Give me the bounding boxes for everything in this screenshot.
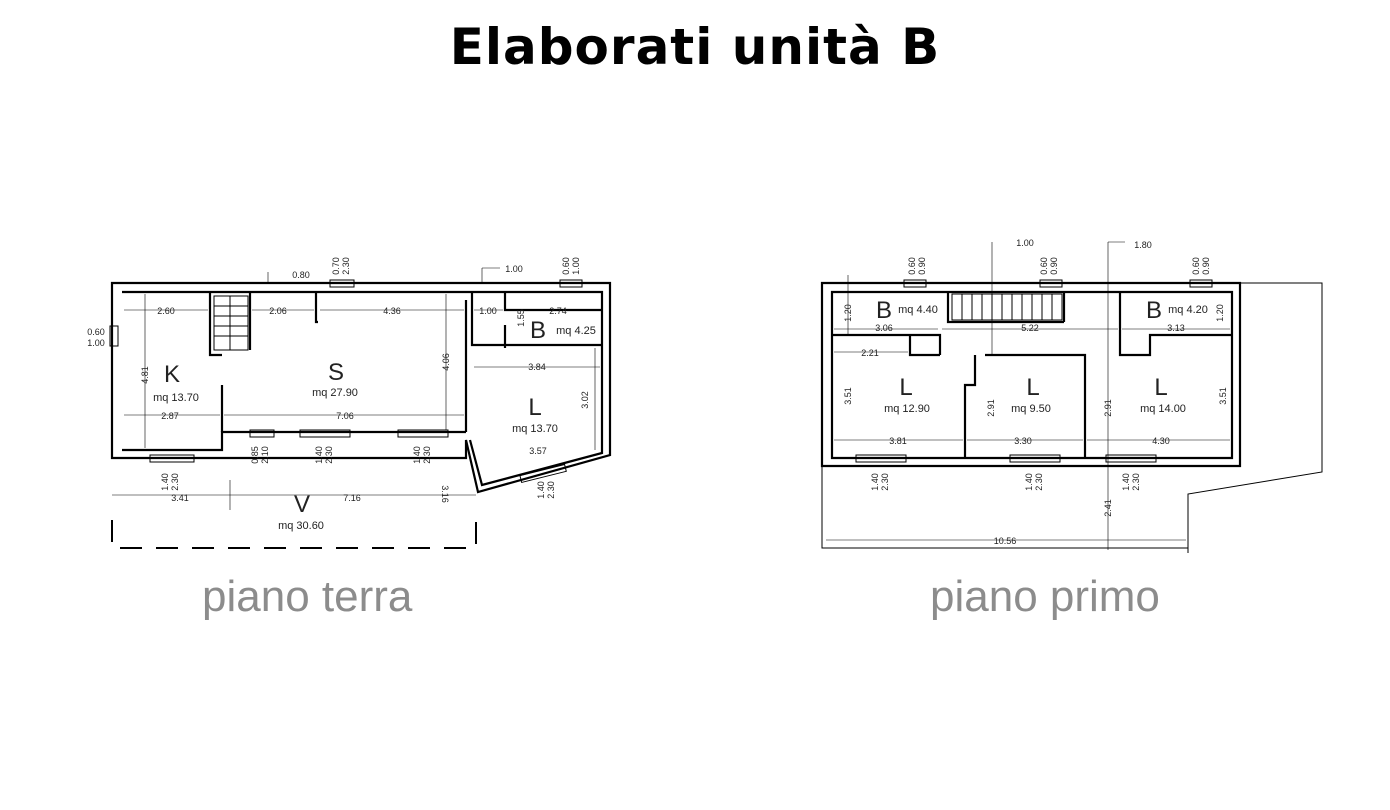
room-area: mq 4.20 <box>1168 304 1208 316</box>
dimension-label: 2.91 <box>986 399 996 417</box>
dimension-label: 2.30 <box>880 473 890 491</box>
dimension-label: 3.81 <box>889 436 907 446</box>
dimension-label: 1.00 <box>505 264 523 274</box>
room-area: mq 4.40 <box>898 304 938 316</box>
room-area: mq 13.70 <box>512 423 558 435</box>
dimension-label: 5.22 <box>1021 323 1039 333</box>
dimension-label: 1.40 <box>314 446 324 464</box>
dimension-label: 1.80 <box>1134 240 1152 250</box>
ground-floor-dimensions: 2.60 2.06 4.36 1.00 2.74 4.81 2.87 7.06 … <box>87 257 590 503</box>
dimension-label: 0.70 <box>331 257 341 275</box>
room-area: mq 14.00 <box>1140 403 1186 415</box>
dimension-label: 4.81 <box>140 366 150 384</box>
dimension-label: 2.30 <box>170 473 180 491</box>
dimension-label: 1.40 <box>412 446 422 464</box>
ground-floor-caption: piano terra <box>202 572 413 621</box>
room-letter: S <box>328 359 344 386</box>
dimension-label: 0.60 <box>87 327 105 337</box>
dimension-label: 4.30 <box>1152 436 1170 446</box>
dimension-label: 0.90 <box>1049 257 1059 275</box>
dimension-label: 0.80 <box>292 270 310 280</box>
dimension-label: 0.60 <box>907 257 917 275</box>
dimension-label: 0.60 <box>1039 257 1049 275</box>
dimension-label: 1.55 <box>516 309 526 327</box>
dimension-label: 1.20 <box>843 304 853 322</box>
dimension-label: 0.60 <box>1191 257 1201 275</box>
dimension-label: 2.30 <box>341 257 351 275</box>
dimension-label: 3.51 <box>843 387 853 405</box>
dimension-label: 1.40 <box>536 481 546 499</box>
dimension-label: 1.00 <box>571 257 581 275</box>
dimension-label: 2.10 <box>260 446 270 464</box>
dimension-label: 2.30 <box>546 481 556 499</box>
ground-floor-plan: K mq 13.70 S mq 27.90 B mq 4.25 L mq 13.… <box>87 257 612 549</box>
room-letter: L <box>528 394 541 421</box>
dimension-label: 4.36 <box>383 306 401 316</box>
room-area: mq 30.60 <box>278 520 324 532</box>
dimension-label: 2.74 <box>549 306 567 316</box>
dimension-label: 2.91 <box>1103 399 1113 417</box>
room-area: mq 27.90 <box>312 387 358 399</box>
room-letter: B <box>1146 297 1162 324</box>
dimension-label: 3.30 <box>1014 436 1032 446</box>
dimension-label: 4.06 <box>441 353 451 371</box>
dimension-label: 3.84 <box>528 362 546 372</box>
dimension-label: 2.30 <box>1131 473 1141 491</box>
dimension-label: 3.57 <box>529 446 547 456</box>
dimension-label: 7.16 <box>343 493 361 503</box>
dimension-label: 2.30 <box>324 446 334 464</box>
dimension-label: 1.00 <box>87 338 105 348</box>
dimension-label: 3.13 <box>1167 323 1185 333</box>
room-area: mq 4.25 <box>556 325 596 337</box>
dimension-label: 0.90 <box>1201 257 1211 275</box>
dimension-label: 3.16 <box>440 485 450 503</box>
dimension-label: 2.60 <box>157 306 175 316</box>
dimension-label: 3.02 <box>580 391 590 409</box>
dimension-label: 1.40 <box>870 473 880 491</box>
room-area: mq 9.50 <box>1011 403 1051 415</box>
dimension-label: 2.87 <box>161 411 179 421</box>
dimension-label: 1.40 <box>1121 473 1131 491</box>
room-letter: B <box>530 317 546 344</box>
room-letter: L <box>899 374 912 401</box>
room-letter: L <box>1026 374 1039 401</box>
dimension-label: 3.06 <box>875 323 893 333</box>
room-letter: K <box>164 361 180 388</box>
room-area: mq 13.70 <box>153 392 199 404</box>
dimension-label: 3.41 <box>171 493 189 503</box>
first-floor-plan: B mq 4.40 B mq 4.20 L mq 12.90 L mq 9.50… <box>820 238 1323 553</box>
dimension-label: 1.00 <box>1016 238 1034 248</box>
room-letter: L <box>1154 374 1167 401</box>
dimension-label: 2.30 <box>422 446 432 464</box>
dimension-label: 0.90 <box>917 257 927 275</box>
dimension-label: 0.60 <box>561 257 571 275</box>
dimension-label: 2.06 <box>269 306 287 316</box>
room-letter: B <box>876 297 892 324</box>
first-floor-dimensions: 1.00 1.80 1.20 3.06 5.22 3.13 1.20 2.21 … <box>843 238 1228 546</box>
first-floor-caption: piano primo <box>930 572 1160 621</box>
dimension-label: 2.41 <box>1103 499 1113 517</box>
dimension-label: 1.40 <box>160 473 170 491</box>
dimension-label: 2.21 <box>861 348 879 358</box>
dimension-label: 1.00 <box>479 306 497 316</box>
dimension-label: 0.85 <box>250 446 260 464</box>
room-area: mq 12.90 <box>884 403 930 415</box>
page-title: Elaborati unità B <box>449 18 941 76</box>
dimension-label: 1.20 <box>1215 304 1225 322</box>
dimension-label: 10.56 <box>994 536 1017 546</box>
dimension-label: 7.06 <box>336 411 354 421</box>
dimension-label: 1.40 <box>1024 473 1034 491</box>
dimension-label: 2.30 <box>1034 473 1044 491</box>
room-letter: V <box>294 491 310 518</box>
dimension-label: 3.51 <box>1218 387 1228 405</box>
